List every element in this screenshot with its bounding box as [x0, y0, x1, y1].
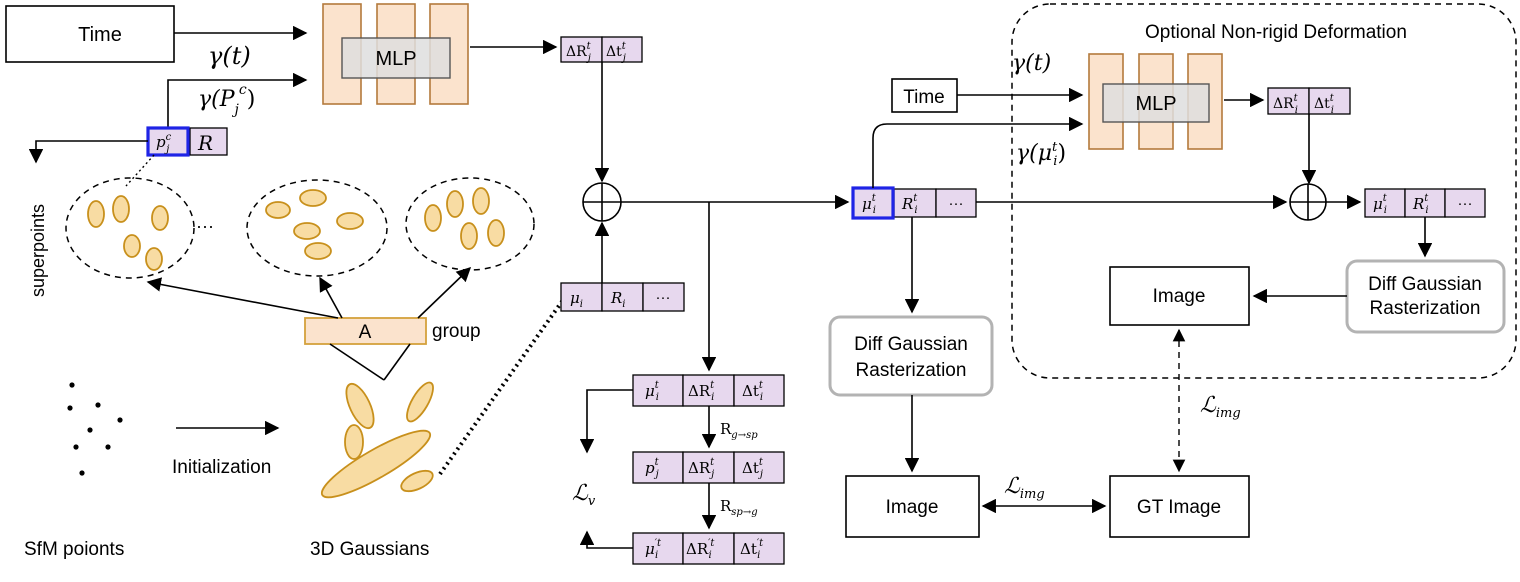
- arrow-mu-to-mlp-right: [872, 116, 1084, 188]
- diff-gaussian-rasterization-1: [828, 315, 994, 397]
- cluster-ellipsis: ···: [196, 216, 214, 236]
- dotted-link-superpoint: [125, 154, 155, 187]
- time-box-right: [891, 78, 958, 113]
- svg-text:Rti: Rti: [1412, 193, 1429, 216]
- group-word: group: [432, 321, 481, 342]
- mlp-label-right: MLP: [1135, 93, 1176, 115]
- svg-text:Rti: Rti: [901, 193, 918, 216]
- loss-img-right: ℒimg: [1200, 393, 1241, 421]
- svg-text:μti: μti: [1373, 193, 1388, 216]
- svg-text:Ri: Ri: [610, 289, 626, 310]
- mlp-label-left: MLP: [375, 48, 416, 70]
- diff-gaussian-label-1: Diff Gaussian: [854, 334, 968, 355]
- arrow-pjc-to-mlp: [167, 72, 308, 131]
- group-a-box: [304, 317, 427, 345]
- cluster-1: [65, 177, 195, 279]
- time-label-right: Time: [903, 87, 945, 108]
- canonical-gaussian-cell: μi Ri ···: [560, 282, 685, 312]
- image-box-right: [1109, 266, 1250, 326]
- arrow-group-to-cluster1: [146, 277, 339, 319]
- loss-v-label: ℒv: [572, 481, 596, 509]
- gaussians-3d: [320, 381, 434, 499]
- arrow-group-to-cluster3: [417, 267, 472, 319]
- svg-text:Δt′ti: Δt′ti: [740, 538, 764, 561]
- svg-text:μti: μti: [862, 193, 877, 216]
- optional-title: Optional Non-rigid Deformation: [1145, 22, 1407, 43]
- sfm-points-label: SfM poionts: [24, 539, 124, 560]
- gt-image-box: [1109, 475, 1250, 538]
- rasterization-label-2: Rasterization: [1370, 298, 1481, 319]
- gamma-t-right: γ(t): [1012, 51, 1051, 76]
- oplus-left: [582, 182, 622, 222]
- time-label-left: Time: [78, 24, 122, 46]
- gaussians-3d-label: 3D Gaussians: [310, 539, 429, 560]
- superpoints-label: superpoints: [28, 204, 48, 297]
- cluster-3: [405, 177, 535, 271]
- gt-image-label: GT Image: [1137, 497, 1221, 518]
- svg-text:ptj: ptj: [645, 457, 660, 480]
- svg-text:ΔR′ti: ΔR′ti: [686, 538, 715, 561]
- r-g-sp-label: Rg→sp: [720, 420, 758, 441]
- svg-text:···: ···: [949, 195, 964, 212]
- rasterization-label-1: Rasterization: [856, 360, 967, 381]
- gamma-pjc-label: γ(Pjc): [198, 82, 255, 118]
- optional-deformation-region: [1011, 3, 1517, 379]
- svg-text:μ′ti: μ′ti: [645, 538, 662, 561]
- mlp-block-left: MLP: [322, 3, 469, 105]
- image-label-bottom: Image: [886, 497, 939, 518]
- oplus-right: [1289, 183, 1327, 221]
- link-gauss-group-2: [383, 343, 411, 381]
- initialization-label: Initialization: [172, 457, 271, 478]
- svg-text:R: R: [197, 131, 213, 155]
- arrow-cell3-to-loss-v: [579, 530, 633, 549]
- svg-text:μi: μi: [570, 289, 583, 310]
- image-label-right: Image: [1153, 286, 1206, 307]
- svg-text:···: ···: [656, 289, 671, 306]
- mlp-block-right: MLP: [1088, 53, 1223, 150]
- svg-text:μti: μti: [645, 380, 660, 403]
- image-box-bottom: [845, 475, 980, 538]
- svg-text:···: ···: [1458, 195, 1473, 212]
- gamma-t-left: γ(t): [208, 42, 251, 70]
- sfm-points: [67, 382, 123, 476]
- time-box-left: [5, 5, 175, 63]
- arrow-to-superpoints: [28, 140, 148, 164]
- arrow-group-to-cluster2: [319, 276, 343, 319]
- diff-gaussian-label-2: Diff Gaussian: [1368, 274, 1482, 295]
- loss-img-bottom: ℒimg: [1004, 474, 1045, 502]
- group-a-label: A: [359, 322, 372, 343]
- cluster-2: [246, 179, 388, 277]
- diff-gaussian-rasterization-2: [1345, 259, 1506, 334]
- svg-text:pcj: pcj: [156, 132, 172, 155]
- arrow-cell1-to-loss-v: [579, 389, 633, 454]
- r-sp-g-label: Rsp→g: [720, 497, 758, 518]
- link-gauss-group-1: [329, 343, 385, 381]
